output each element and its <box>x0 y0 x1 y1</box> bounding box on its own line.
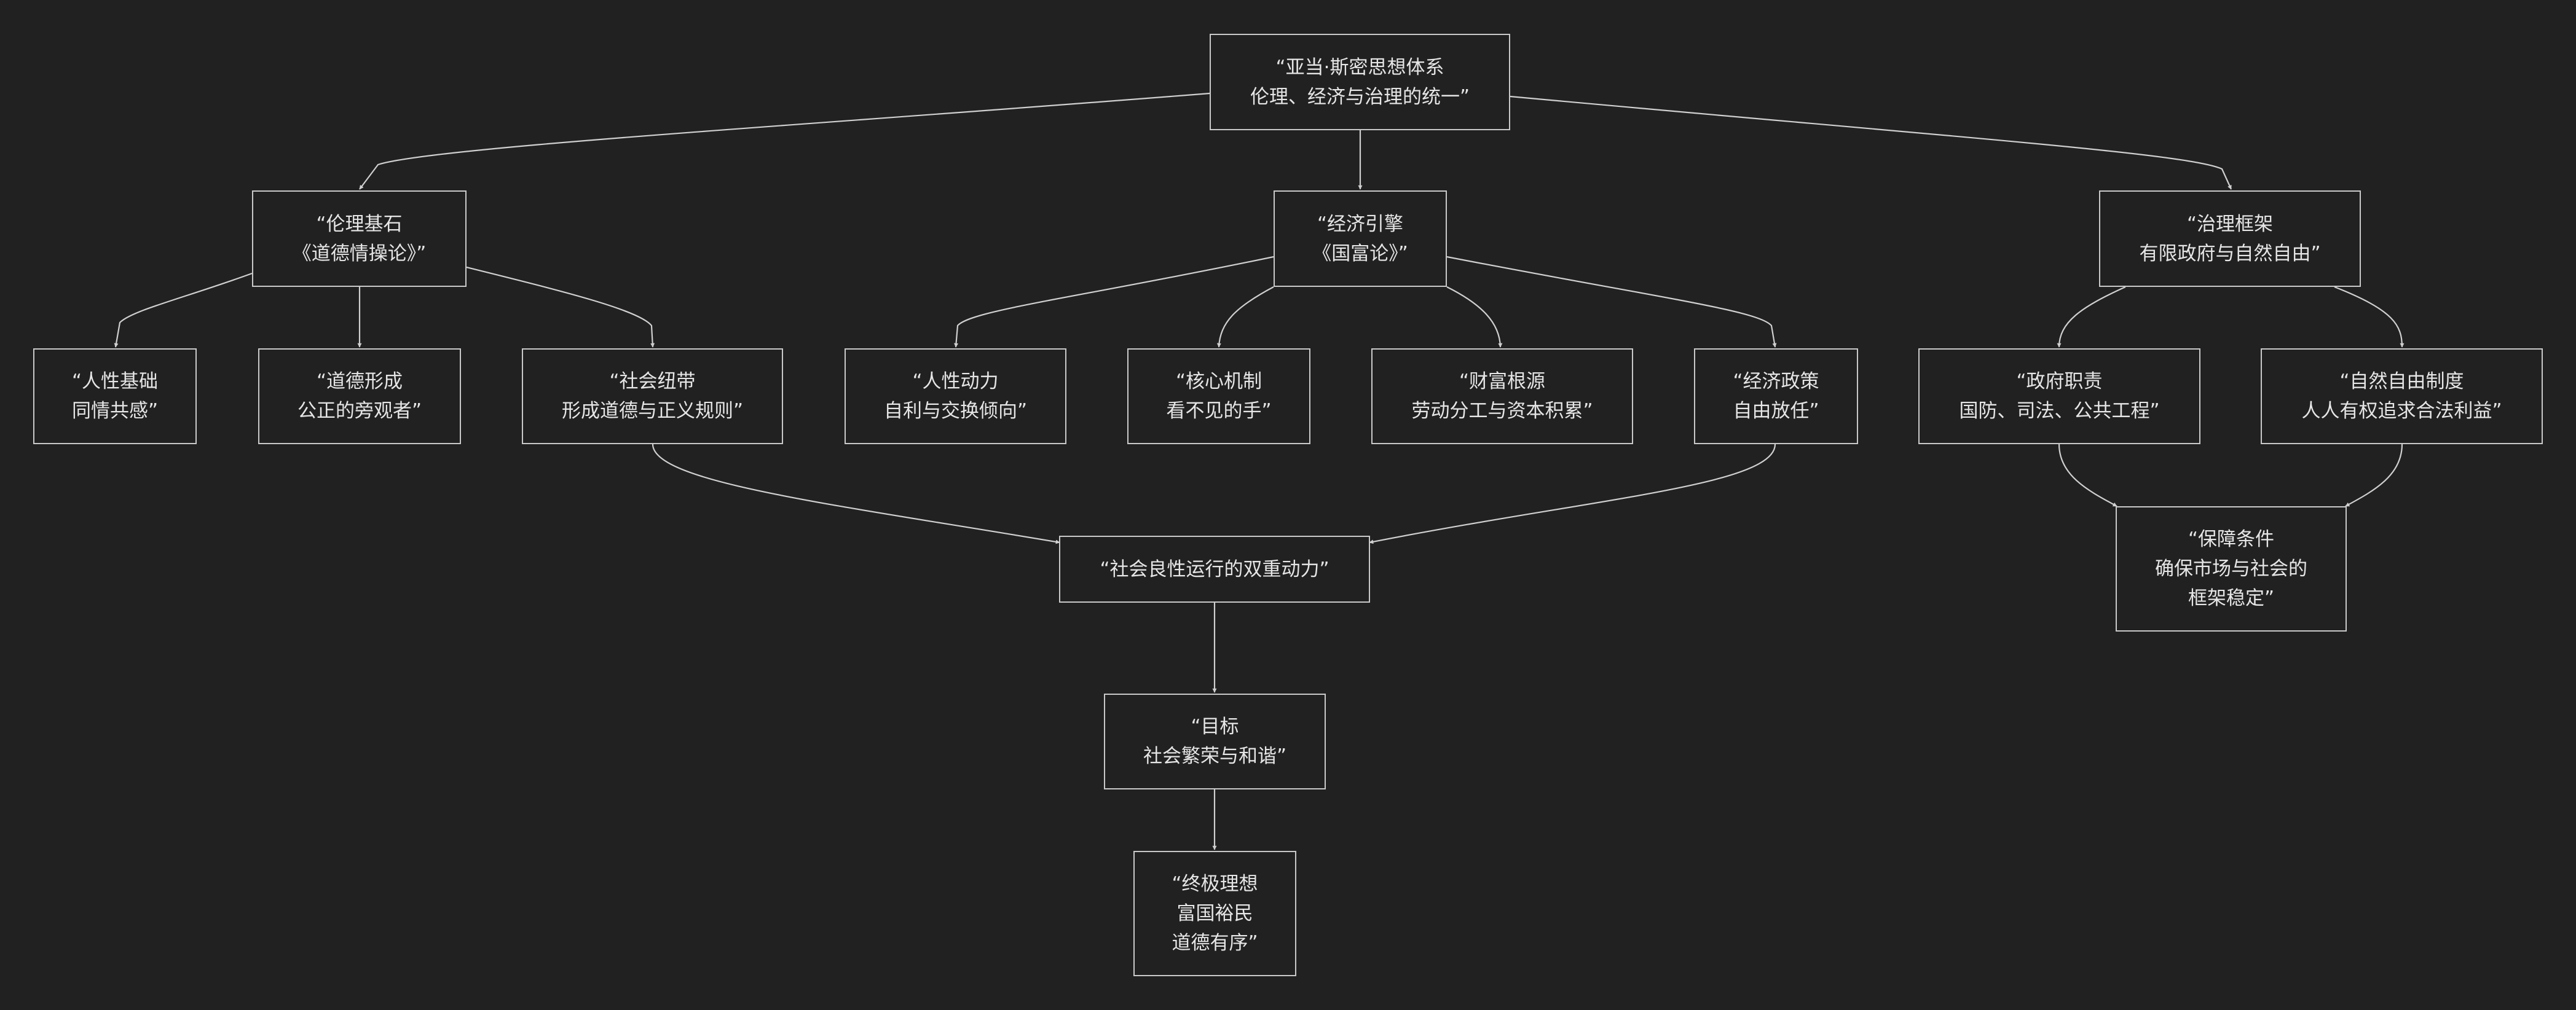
node-dual-force: “社会良性运行的双重动力” <box>1059 536 1370 603</box>
edge-econ-policy-dual-force <box>1369 444 1776 544</box>
edge-economy-wealth-src <box>1446 286 1503 348</box>
edge-gov-duty-guarantee <box>2058 444 2117 507</box>
edge-governance-gov-duty <box>2057 286 2126 348</box>
node-social-bond: “社会纽带 形成道德与正义规则” <box>522 348 783 444</box>
edge-ethics-social-bond <box>466 266 655 348</box>
node-economy: “经济引擎 《国富论》” <box>1274 190 1447 287</box>
edge-nat-liberty-guarantee <box>2345 444 2403 507</box>
node-root: “亚当·斯密思想体系 伦理、经济与治理的统一” <box>1210 34 1510 130</box>
edge-governance-nat-liberty <box>2334 286 2405 348</box>
node-guarantee: “保障条件 确保市场与社会的 框架稳定” <box>2116 506 2347 632</box>
node-goal: “目标 社会繁荣与和谐” <box>1104 694 1326 789</box>
node-core-mech: “核心机制 看不见的手” <box>1127 348 1310 444</box>
node-moral-form: “道德形成 公正的旁观者” <box>258 348 461 444</box>
node-gov-duty: “政府职责 国防、司法、公共工程” <box>1918 348 2200 444</box>
edge-economy-core-mech <box>1216 286 1274 348</box>
node-econ-policy: “经济政策 自由放任” <box>1694 348 1858 444</box>
node-human-basis: “人性基础 同情共感” <box>33 348 197 444</box>
node-governance: “治理框架 有限政府与自然自由” <box>2099 190 2361 287</box>
node-ultimate: “终极理想 富国裕民 道德有序” <box>1133 851 1296 976</box>
node-ethics: “伦理基石 《道德情操论》” <box>252 190 467 287</box>
node-nat-liberty: “自然自由制度 人人有权追求合法利益” <box>2261 348 2543 444</box>
node-wealth-src: “财富根源 劳动分工与资本积累” <box>1371 348 1633 444</box>
edge-root-governance <box>1510 95 2232 190</box>
edge-economy-econ-policy <box>1446 256 1777 348</box>
node-human-motive: “人性动力 自利与交换倾向” <box>845 348 1066 444</box>
edge-economy-human-motive <box>954 256 1274 348</box>
edge-social-bond-dual-force <box>652 444 1060 544</box>
edge-root-ethics <box>359 92 1210 190</box>
edge-ethics-human-basis <box>114 272 253 348</box>
